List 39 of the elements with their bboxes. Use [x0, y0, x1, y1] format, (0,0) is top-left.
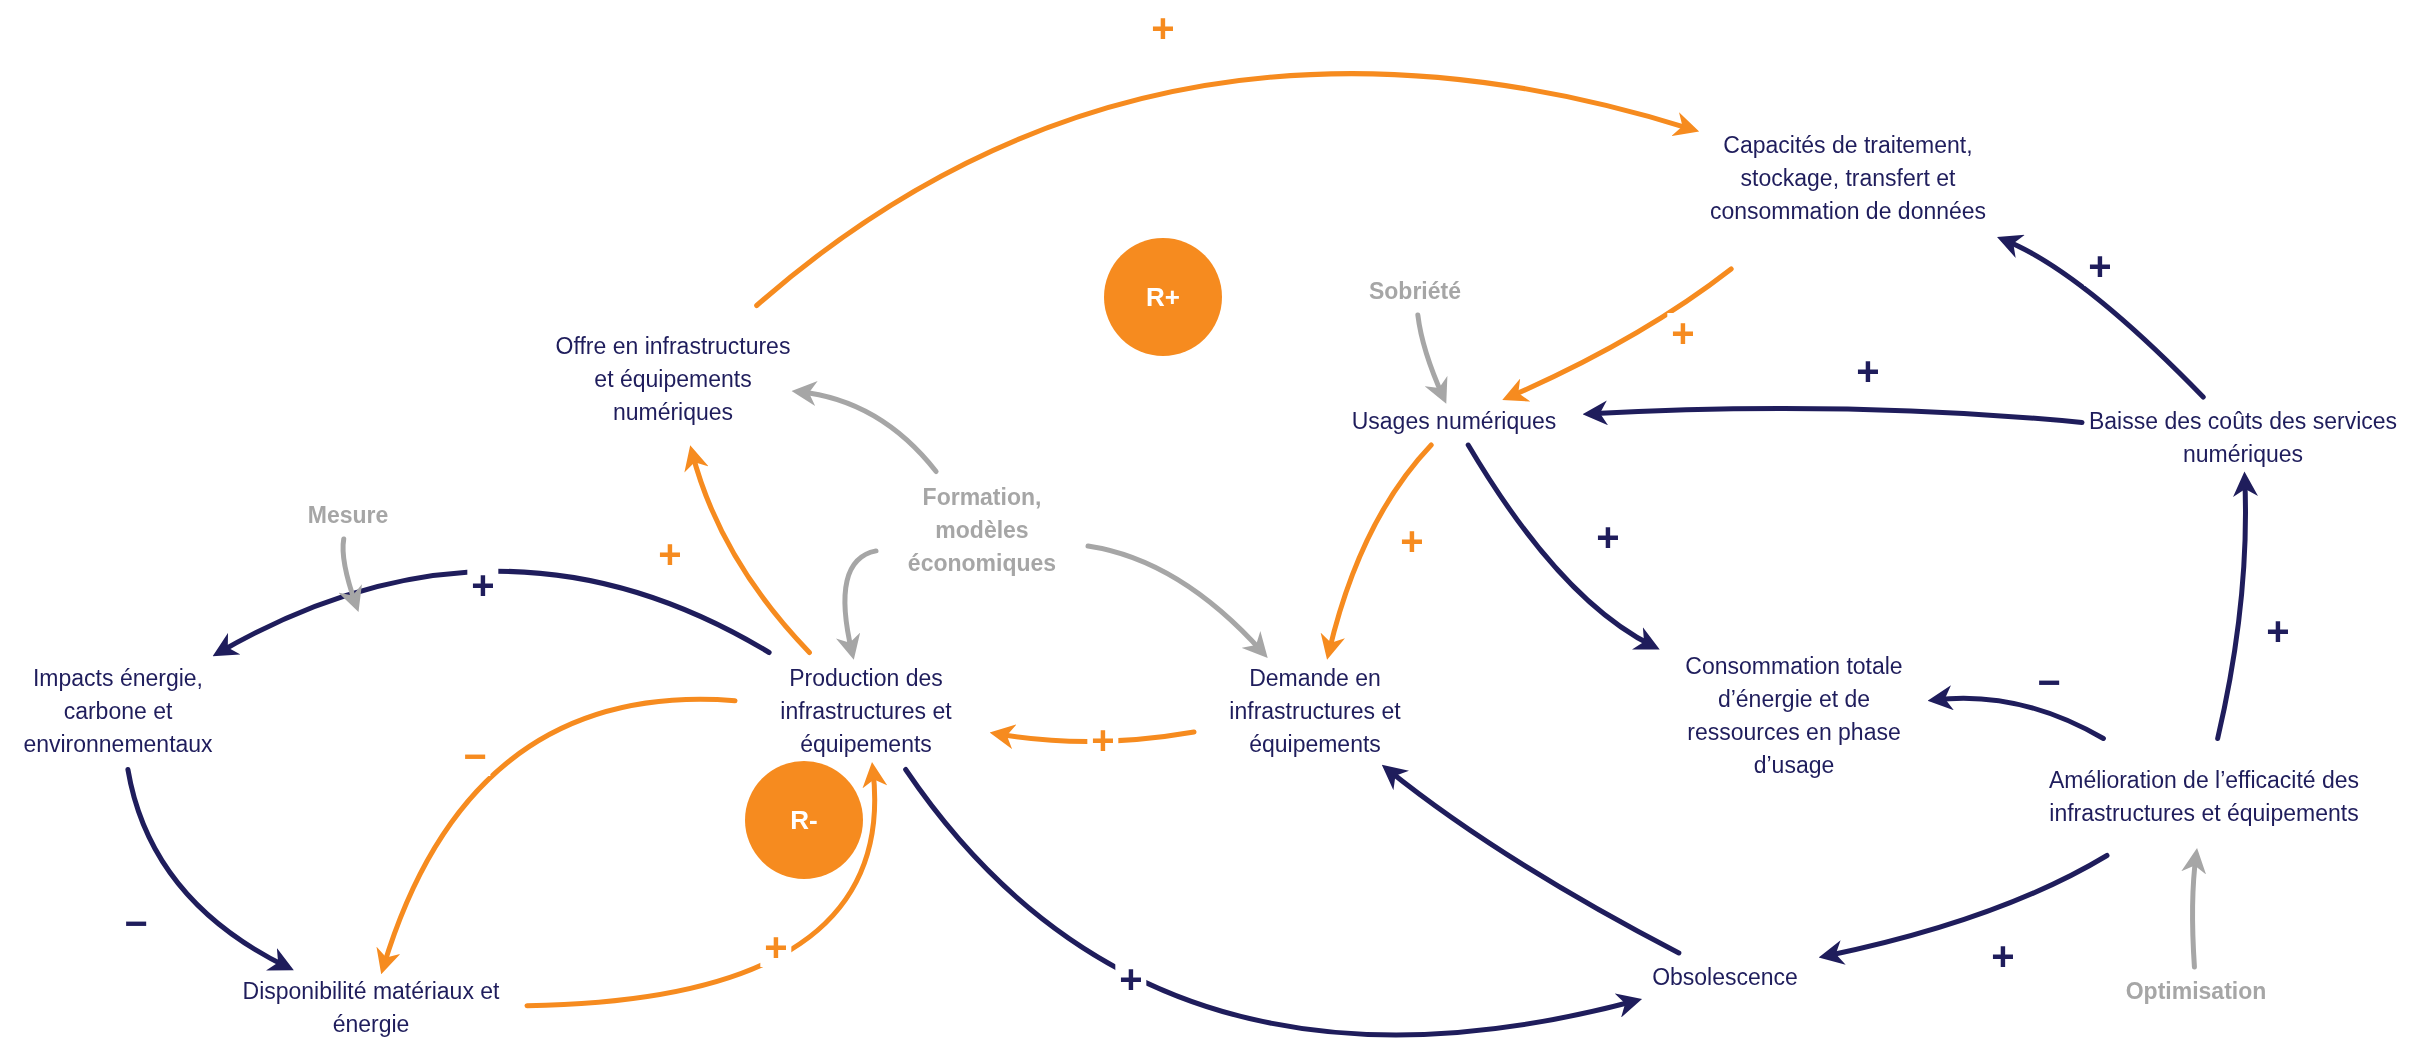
- variable-label: Demande en infrastructures et équipements: [1200, 658, 1430, 764]
- arrow: [377, 696, 738, 975]
- external-factor-label: Formation, modèles économiques: [882, 477, 1082, 583]
- arrow: [791, 381, 939, 474]
- arrow: [212, 568, 772, 656]
- loop-badge: R-: [745, 761, 863, 879]
- arrow: [1582, 400, 2085, 426]
- arrow: [1381, 764, 1682, 956]
- variable-label: Obsolescence: [1630, 959, 1820, 995]
- variable-label: Disponibilité matériaux et énergie: [221, 973, 521, 1043]
- arrow: [1085, 543, 1268, 658]
- variable-label: Capacités de traitement, stockage, transfert et consommation de données: [1698, 93, 1998, 263]
- arrow: [684, 445, 812, 655]
- arrow: [524, 762, 887, 1009]
- variable-label: Baisse des coûts des services numériques: [2088, 403, 2398, 473]
- arrow: [1818, 853, 2110, 965]
- arrow: [125, 767, 294, 971]
- external-factor-label: Optimisation: [2106, 973, 2286, 1009]
- loop-badge: R+: [1104, 238, 1222, 356]
- variable-label: Amélioration de l’efficacité des infrastructures et équipements: [2029, 744, 2379, 850]
- variable-label: Production des infrastructures et équipements: [741, 658, 991, 764]
- variable-label: Usages numériques: [1324, 403, 1584, 439]
- arrow: [338, 536, 363, 613]
- arrow: [1927, 685, 2106, 741]
- arrow: [1415, 312, 1448, 404]
- external-factor-label: Sobriété: [1350, 273, 1480, 309]
- arrow: [2181, 848, 2207, 970]
- variable-label: Offre en infrastructures et équipements numériques: [553, 311, 793, 447]
- variable-label: Consommation totale d’énergie et de ressources en phase d’usage: [1659, 648, 1929, 784]
- arrow: [1465, 442, 1660, 650]
- variable-label: Impacts énergie, carbone et environnementaux: [2, 658, 234, 764]
- arrow: [1502, 266, 1734, 402]
- external-factor-label: Mesure: [288, 497, 408, 533]
- arrow: [2215, 471, 2258, 741]
- arrow: [1320, 442, 1434, 660]
- arrow: [903, 767, 1643, 1038]
- arrow: [1997, 235, 2206, 400]
- arrow: [836, 548, 879, 660]
- arrow: [754, 71, 1700, 308]
